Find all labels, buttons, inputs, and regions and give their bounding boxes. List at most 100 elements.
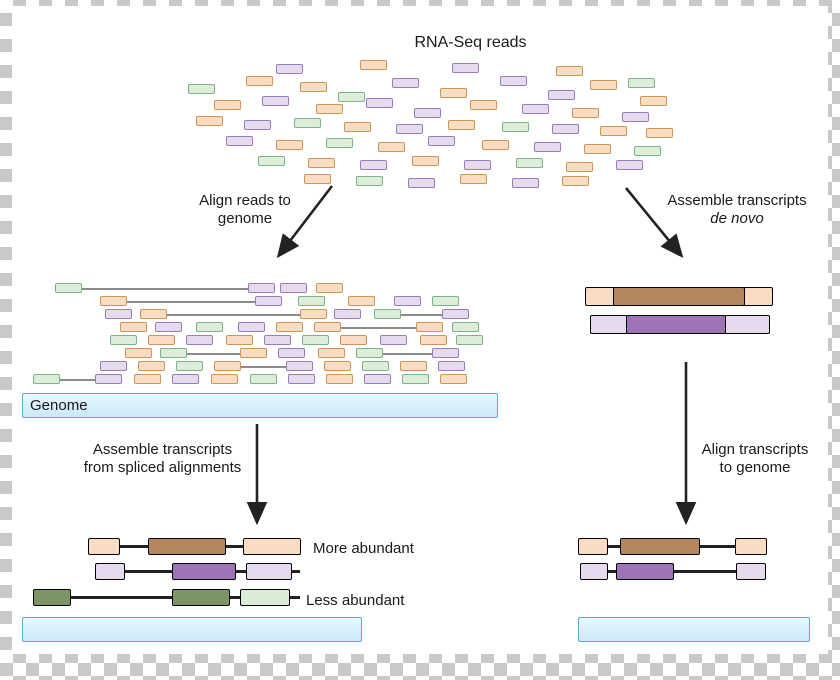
exon [148,538,226,555]
label-line: Align transcripts [701,441,809,458]
read [264,335,291,345]
read [584,144,611,154]
junction-line [341,327,416,329]
read [616,160,643,170]
read [188,84,215,94]
read [148,335,175,345]
read [55,283,82,293]
read [326,374,353,384]
read [214,100,241,110]
read [226,335,253,345]
read [278,348,305,358]
label-less-abundant: Less abundant [306,592,405,609]
read [470,100,497,110]
read [600,126,627,136]
read [442,309,469,319]
read [286,361,313,371]
read [344,122,371,132]
exon [33,589,71,606]
read [360,60,387,70]
read [364,374,391,384]
junction-line [187,353,240,355]
exon [240,589,290,606]
read [556,66,583,76]
read [628,78,655,88]
read [516,158,543,168]
assembled-transcript [585,286,773,306]
read [244,120,271,130]
read [276,140,303,150]
label-assemble-transcripts-de-novo: Assemble transcripts de novo [648,192,826,228]
label-line: genome [217,210,273,227]
read [276,64,303,74]
read [396,124,423,134]
read [432,296,459,306]
read [394,296,421,306]
read [226,136,253,146]
read [512,178,539,188]
read [246,76,273,86]
read [100,296,127,306]
read [432,348,459,358]
label-line: Assemble transcripts [92,441,233,458]
exon [620,538,700,555]
read [338,92,365,102]
genome-bar: Genome [22,393,498,418]
read [105,309,132,319]
read [280,283,307,293]
read [460,174,487,184]
exon [95,563,125,580]
read [522,104,549,114]
read [378,142,405,152]
read [374,309,401,319]
read [340,335,367,345]
read [33,374,60,384]
read [502,122,529,132]
read [464,160,491,170]
read [452,322,479,332]
read [318,348,345,358]
read [172,374,199,384]
read [248,283,275,293]
exon [616,563,674,580]
read [326,138,353,148]
read [334,309,361,319]
read [562,176,589,186]
read [402,374,429,384]
junction-line [167,314,300,316]
label-more-abundant: More abundant [313,540,414,557]
label-line: to genome [719,459,791,476]
genome-bar [578,617,810,642]
read [211,374,238,384]
junction-line [60,379,95,381]
read [380,335,407,345]
read [412,156,439,166]
read [140,309,167,319]
read [482,140,509,150]
read [572,108,599,118]
read [302,335,329,345]
read [134,374,161,384]
read [298,296,325,306]
exon [243,538,301,555]
read [214,361,241,371]
read [95,374,122,384]
read [416,322,443,332]
junction-line [401,314,442,316]
read [622,112,649,122]
read [262,96,289,106]
read [196,322,223,332]
read [356,176,383,186]
read [438,361,465,371]
read [176,361,203,371]
read [590,80,617,90]
read [566,162,593,172]
read [196,116,223,126]
read [428,136,455,146]
